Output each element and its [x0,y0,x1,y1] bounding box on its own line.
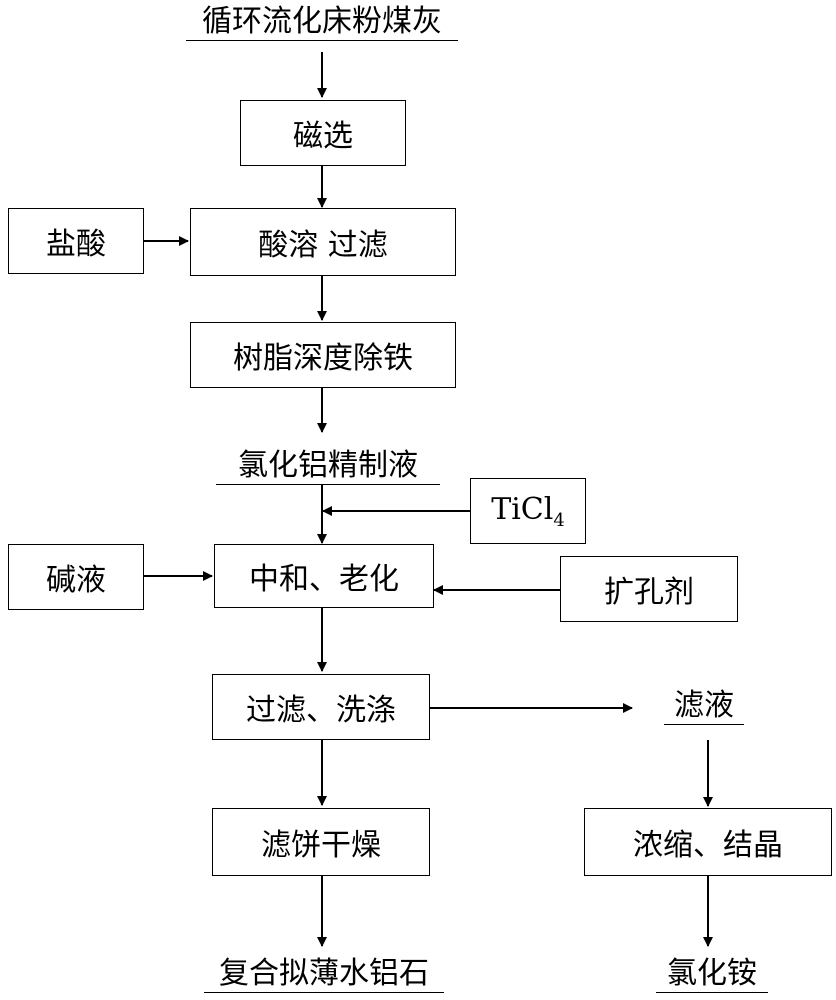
acid-leach-box: 酸溶 过滤 [190,208,456,276]
filter-wash-box: 过滤、洗涤 [212,674,430,740]
magnetic-separation-text: 磁选 [293,111,353,155]
ammonium-chloride-product-label: 氯化铵 [656,956,768,993]
alkali-box: 碱液 [8,544,144,610]
resin-iron-removal-box: 树脂深度除铁 [190,322,456,388]
boehmite-product-label: 复合拟薄水铝石 [204,956,444,993]
ticl4-main: TiCl [491,492,553,527]
alkali-text: 碱液 [46,555,106,599]
pore-agent-box: 扩孔剂 [560,556,738,622]
neutralize-aging-box: 中和、老化 [214,544,434,608]
ticl4-box: TiCl4 [470,478,586,544]
hcl-text: 盐酸 [46,219,106,263]
concentrate-crystallize-box: 浓缩、结晶 [584,808,832,876]
concentrate-crystallize-text: 浓缩、结晶 [633,820,783,864]
alcl3-solution-label: 氯化铝精制液 [216,448,440,485]
filtrate-label: 滤液 [664,688,744,725]
magnetic-separation-box: 磁选 [240,100,406,166]
ticl4-text: TiCl4 [491,492,565,531]
hcl-box: 盐酸 [8,208,144,274]
pore-agent-text: 扩孔剂 [604,567,694,611]
start-material-label: 循环流化床粉煤灰 [186,4,458,41]
cake-drying-text: 滤饼干燥 [261,820,381,864]
neutralize-aging-text: 中和、老化 [249,554,399,598]
filter-wash-text: 过滤、洗涤 [246,685,396,729]
resin-iron-removal-text: 树脂深度除铁 [233,333,413,377]
cake-drying-box: 滤饼干燥 [212,808,430,876]
ticl4-subscript: 4 [553,510,564,531]
acid-leach-text: 酸溶 过滤 [258,220,388,264]
